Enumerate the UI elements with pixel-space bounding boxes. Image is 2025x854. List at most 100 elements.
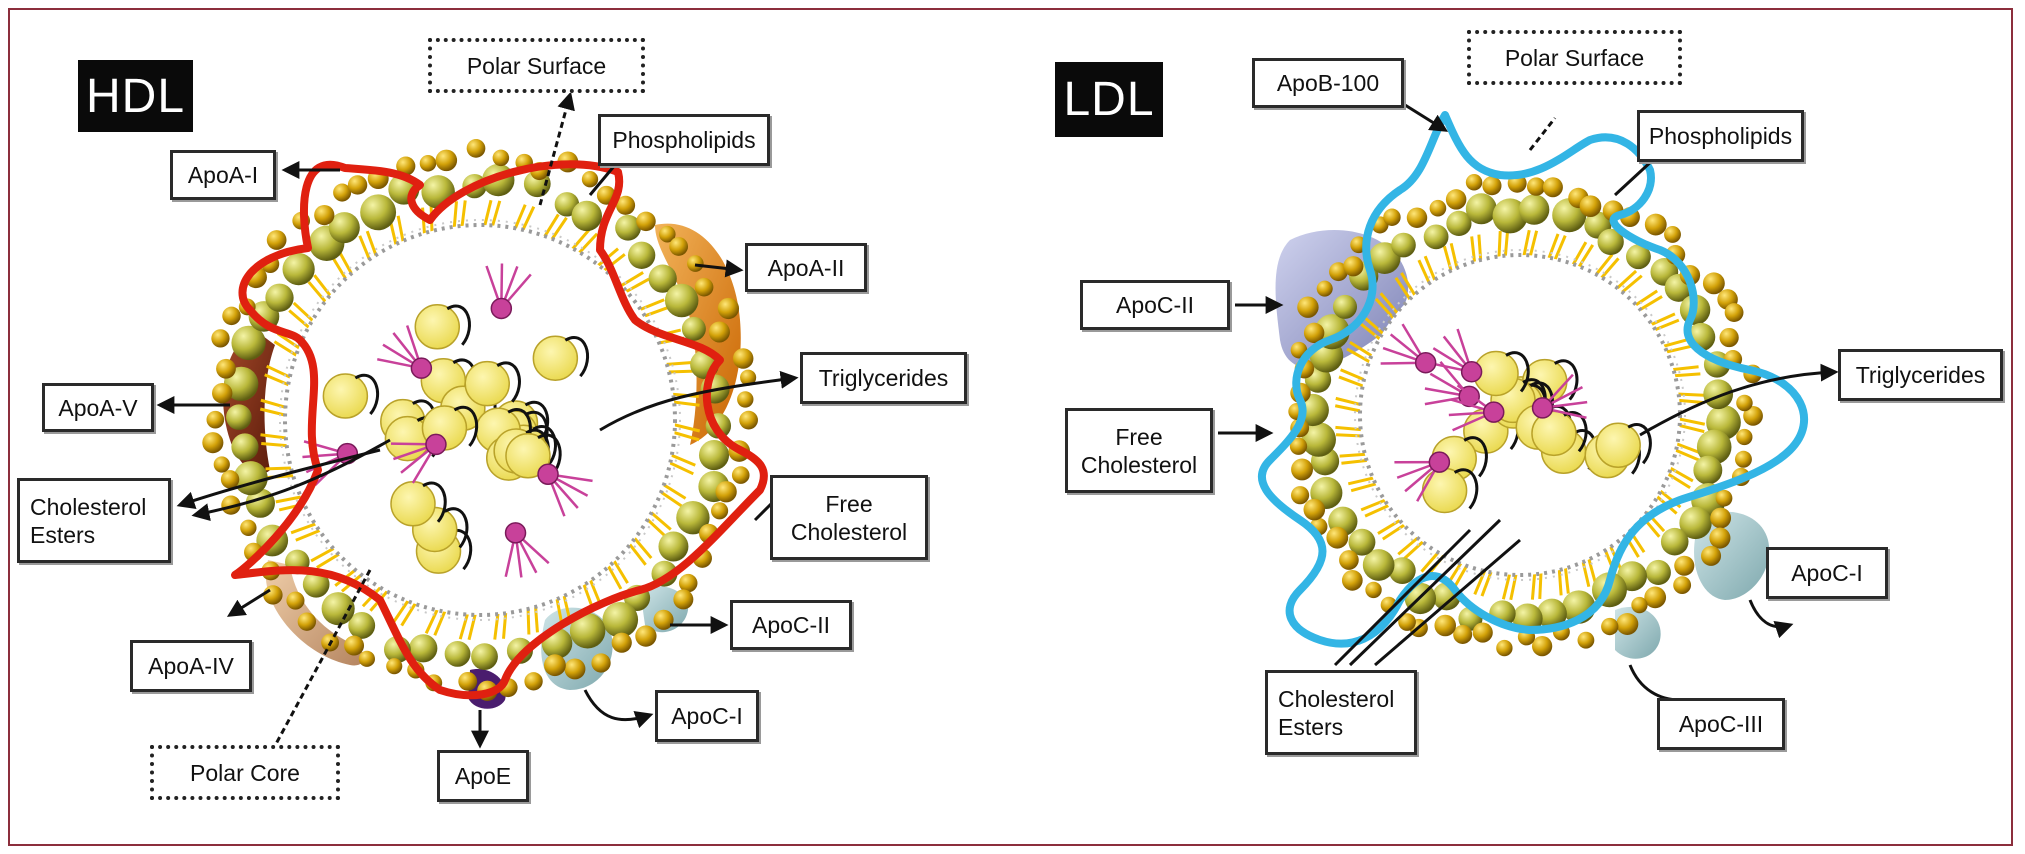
phospholipid-head (1601, 617, 1619, 636)
fatty-acid-chain (354, 373, 380, 415)
phospholipid-head (435, 149, 458, 172)
phospholipid-head (1362, 549, 1395, 581)
phospholipid-head (1301, 422, 1336, 457)
leader-apoc1-hdl (583, 689, 654, 729)
phospholipid-head (1577, 631, 1595, 649)
phospholipid-head (206, 410, 225, 429)
phospholipid-head (314, 204, 335, 226)
phospholipid-head (681, 316, 706, 341)
phospholipid-head (1291, 458, 1313, 481)
phospholipid-head (673, 589, 694, 610)
phospholipid-head (458, 671, 478, 691)
cholesterol (410, 357, 433, 379)
hdl-title: HDL (78, 60, 193, 132)
phospholipid-head (1303, 498, 1326, 521)
hdl-label-apoa2: ApoA-II (745, 243, 867, 292)
phospholipid-head (347, 175, 368, 195)
phospholipid-head (1724, 303, 1744, 322)
phospholipid-head (226, 404, 252, 430)
hdl-label-apoa4: ApoA-IV (130, 640, 252, 692)
phospholipid-head (471, 643, 498, 671)
phospholipid-head (711, 502, 729, 520)
phospholipid-head (664, 283, 699, 318)
phospholipid-head (615, 214, 641, 241)
phospholipid-head (1674, 555, 1695, 576)
ldl-label-triglycerides: Triglycerides (1838, 349, 2003, 401)
phospholipid-head (737, 391, 754, 408)
leader-apoa2 (694, 259, 744, 278)
fatty-acid-chain (446, 304, 471, 346)
phospholipid-head (1597, 228, 1624, 256)
hdl-label-apoc1: ApoC-I (655, 690, 759, 742)
phospholipid-head (1660, 527, 1689, 556)
phospholipid-head (1383, 208, 1401, 226)
apob100-ribbon (1258, 111, 1809, 648)
phospholipid-head (615, 195, 636, 215)
phospholipid-head (1644, 213, 1667, 236)
phospholipid-head (653, 609, 674, 630)
cholesterol (425, 433, 447, 456)
phospholipid-head (240, 519, 257, 536)
leader-apoc1-ldl (1748, 599, 1794, 639)
leader-ce-ldl-2 (1348, 518, 1502, 667)
phospholipid-head (1579, 195, 1602, 218)
phospholipid-head (1734, 450, 1752, 468)
phospholipid-head (1465, 174, 1483, 191)
phospholipid-head (635, 625, 657, 647)
phospholipid-head (1445, 189, 1467, 210)
cholesterol (504, 522, 527, 544)
phospholipid-head (1289, 437, 1308, 455)
phospholipid-head (1398, 613, 1416, 631)
ldl-particle (1258, 111, 1809, 659)
hdl-label-apoe: ApoE (437, 750, 529, 802)
phospholipid-head (1446, 210, 1472, 237)
phospholipid-head (1626, 244, 1651, 270)
phospholipid-head (1645, 559, 1671, 585)
phospholipid-head (231, 325, 266, 361)
phospholipid-head (212, 383, 233, 404)
leader-phospholipids-ldl (1613, 156, 1657, 197)
phospholipid-head (1710, 507, 1732, 529)
phospholipid-head (286, 591, 305, 610)
ldl-label-phospholipids: Phospholipids (1637, 110, 1804, 162)
phospholipid-head (602, 601, 639, 638)
phospholipid-head (506, 637, 533, 664)
phospholipid-head (524, 672, 543, 691)
phospholipid-head (1703, 379, 1734, 410)
phospholipid-head (211, 329, 230, 348)
leader-apob100 (1404, 103, 1449, 132)
triglyceride (322, 373, 369, 419)
triglyceride (532, 335, 579, 381)
phospholipid-head (213, 456, 230, 473)
phospholipid-head (715, 481, 737, 503)
phospholipid-head (611, 632, 632, 653)
cholesterol (1428, 451, 1451, 473)
phospholipid-head (282, 253, 315, 286)
phospholipid-head (1339, 550, 1359, 570)
phospholipid-head (1702, 272, 1725, 295)
triglyceride (1421, 467, 1468, 514)
phospholipid-head (221, 495, 241, 515)
phospholipid-head (669, 237, 689, 256)
figure-frame (8, 8, 2013, 846)
phospholipid-head (302, 570, 330, 598)
phospholipid-head (1664, 226, 1681, 243)
ldl-label-apoc1: ApoC-I (1766, 547, 1888, 599)
phospholipid-head (731, 466, 750, 484)
phospholipid-head (1329, 262, 1348, 282)
phospholipid-head (1434, 614, 1457, 637)
phospholipid-head (1719, 327, 1739, 348)
phospholipid-head (1365, 581, 1382, 599)
phospholipid-head (348, 612, 376, 639)
triglyceride (505, 433, 551, 479)
phospholipid-head (216, 358, 236, 379)
phospholipid-head (344, 635, 365, 656)
phospholipid-head (658, 531, 689, 562)
phospholipid-head (263, 585, 283, 605)
phospholipid-head (222, 306, 241, 326)
phospholipid-head (739, 410, 758, 430)
leader-triglycerides-hdl (599, 370, 799, 432)
